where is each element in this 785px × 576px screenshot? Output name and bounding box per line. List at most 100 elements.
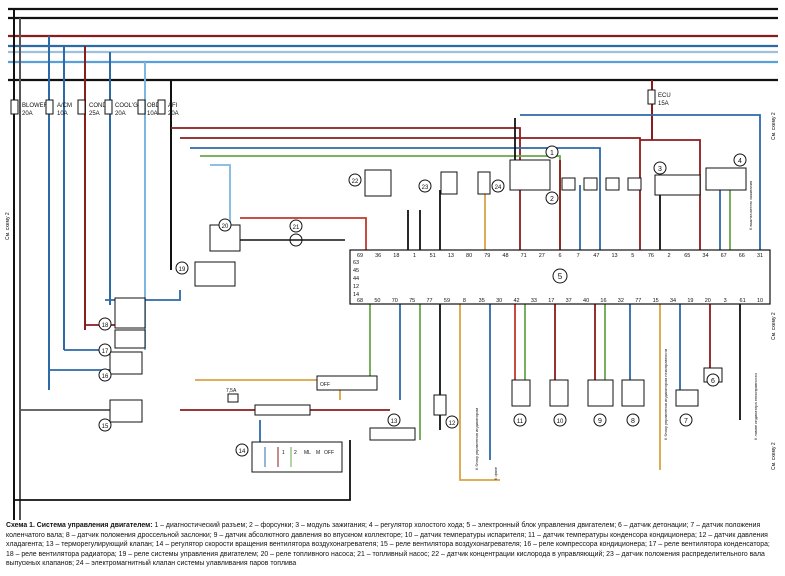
ecu-pin: 51 xyxy=(430,253,436,259)
ecu-pin: 37 xyxy=(566,298,572,304)
component-2-injectors: 2 xyxy=(545,177,642,205)
note-to-fuel: К фазе xyxy=(493,466,498,480)
relay-20: 20 xyxy=(209,218,241,252)
fuse-blower-name: BLOWER xyxy=(22,103,49,109)
fuse-coolg: COOL'G 20A xyxy=(104,99,138,117)
ecu-pin: 61 xyxy=(740,298,746,304)
component-9-label: 9 xyxy=(598,418,602,425)
ecu-pin: 13 xyxy=(611,253,617,259)
relay-15: 15 xyxy=(98,399,143,432)
fuse-coolg-name: COOL'G xyxy=(115,103,138,109)
ecu-pin: 50 xyxy=(374,298,380,304)
relay-17-label: 17 xyxy=(102,349,109,355)
component-11-label: 11 xyxy=(517,419,524,425)
fuse-blower-rating: 20A xyxy=(22,111,33,117)
ecu-pin: 69 xyxy=(357,253,363,259)
ac-switch-off: OFF xyxy=(320,382,330,388)
ecu-pin: 67 xyxy=(721,253,727,259)
component-24-evap-valve: 24 xyxy=(477,171,505,195)
fuse-acm-name: A/CM xyxy=(57,103,72,109)
relays: 15 16 17 18 19 20 xyxy=(98,218,241,432)
relay-16: 16 xyxy=(98,351,143,382)
switch-speed-2: 2 xyxy=(294,450,297,456)
caption-title: Схема 1. Система управления двигателем: xyxy=(6,522,153,529)
ac-switch-block: OFF xyxy=(316,375,378,391)
blower-resistor: 7,5A xyxy=(226,388,311,416)
relay-15-label: 15 xyxy=(102,424,109,430)
relay-17: 17 xyxy=(98,329,146,357)
component-21-label: 21 xyxy=(293,225,300,231)
note-to-ignition: К выключателю зажигания xyxy=(748,181,753,230)
ecu-pin: 44 xyxy=(353,276,359,282)
component-7-crank-sensor: 7 xyxy=(675,389,699,427)
ecu-pin: 48 xyxy=(502,253,508,259)
ecu-pin: 3 xyxy=(724,298,727,304)
component-8-throttle-sensor: 8 xyxy=(621,379,645,427)
fuse-obd-rating: 10A xyxy=(147,111,158,117)
fuse-cond-rating: 25A xyxy=(89,111,100,117)
ecu-pin: 40 xyxy=(583,298,589,304)
fuse-afi-rating: 20A xyxy=(168,111,179,117)
relay-20-label: 20 xyxy=(222,224,229,230)
component-4-label: 4 xyxy=(738,158,742,165)
note-schema2-left: См. схему 2 xyxy=(5,212,11,240)
fuse-cond: COND 25A xyxy=(77,99,107,117)
component-1-label: 1 xyxy=(550,150,554,157)
ecu-pin: 65 xyxy=(684,253,690,259)
ecu-pin: 6 xyxy=(558,253,561,259)
wiring-diagram: BLOWER 20A A/CM 10A COND 25A COOL'G 20A … xyxy=(5,7,778,520)
ecu-pin: 59 xyxy=(444,298,450,304)
fuse-ecu-rating: 15A xyxy=(658,101,669,107)
component-4-idle-regulator: 4 xyxy=(705,153,747,191)
ecu-pin: 17 xyxy=(548,298,554,304)
ecu-pin: 77 xyxy=(427,298,433,304)
ecu-pin: 34 xyxy=(670,298,676,304)
component-1-diagnostic-connector: 1 xyxy=(509,145,559,191)
ecu-pin: 70 xyxy=(392,298,398,304)
component-13-label: 13 xyxy=(391,419,398,425)
harness xyxy=(14,114,761,501)
component-12-pressure-sensor: 12 xyxy=(433,394,459,429)
relay-18-label: 18 xyxy=(102,323,109,329)
ecu-pin: 36 xyxy=(375,253,381,259)
ecu-pin: 35 xyxy=(479,298,485,304)
component-9-map-sensor: 9 xyxy=(587,379,614,427)
ecu-pin: 14 xyxy=(353,292,359,298)
component-14-blower-switch: 1 2 ML M OFF 14 xyxy=(235,441,343,473)
caption-body: 1 – диагностический разъем; 2 – форсунки… xyxy=(6,522,770,568)
ecu-pin: 16 xyxy=(600,298,606,304)
ecu-pin: 15 xyxy=(653,298,659,304)
component-3-label: 3 xyxy=(658,166,662,173)
relay-16-label: 16 xyxy=(102,374,109,380)
component-23-label: 23 xyxy=(422,185,429,191)
ecu-pin: 30 xyxy=(496,298,502,304)
fuse-obd-name: OBD xyxy=(147,103,161,109)
switch-m: M xyxy=(316,450,320,456)
ecu-pin: 8 xyxy=(463,298,466,304)
component-23-camshaft-sensor: 23 xyxy=(418,171,458,195)
ecu-block-number: 5 xyxy=(558,272,563,281)
component-10-label: 10 xyxy=(557,419,564,425)
ecu-pin: 1 xyxy=(413,253,416,259)
note-to-block: К блоку управления индикатором xyxy=(474,408,479,470)
ecu-pin: 32 xyxy=(618,298,624,304)
ecu-pin: 20 xyxy=(705,298,711,304)
ecu-pin: 33 xyxy=(531,298,537,304)
ecu-pin: 19 xyxy=(687,298,693,304)
fuse-afi: AFI 20A xyxy=(157,99,179,117)
ecu-pin: 79 xyxy=(484,253,490,259)
ecu-pin: 18 xyxy=(393,253,399,259)
component-8-label: 8 xyxy=(631,418,635,425)
ecu-pin: 77 xyxy=(635,298,641,304)
note-to-indicator: К блоку управления индикатором неисправн… xyxy=(663,349,668,440)
ecu-pin: 68 xyxy=(357,298,363,304)
note-to-pump: К лампе индикатора неисправности xyxy=(753,373,758,440)
note-schema2-right-mid: См. схему 2 xyxy=(771,312,777,340)
relay-19-label: 19 xyxy=(179,267,186,273)
fuse-ecu: ECU 15A xyxy=(647,80,671,140)
ecu-pin: 34 xyxy=(702,253,708,259)
